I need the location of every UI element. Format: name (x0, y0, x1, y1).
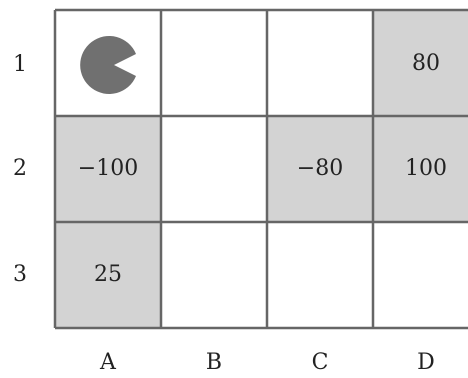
row-label-1: 1 (13, 52, 27, 77)
grid-cell-d1 (373, 10, 468, 116)
row-label-2: 2 (13, 156, 27, 181)
grid-cell-c1 (267, 10, 373, 116)
column-label-d: D (417, 350, 435, 375)
grid-cell-a2 (55, 116, 161, 222)
cell-value-d2: 100 (405, 156, 447, 181)
grid-cell-c3 (267, 222, 373, 328)
cell-value-a3: 25 (94, 262, 122, 287)
row-label-3: 3 (13, 262, 27, 287)
grid-cell-d3 (373, 222, 468, 328)
cell-value-d1: 80 (412, 51, 440, 76)
grid-cell-b1 (161, 10, 267, 116)
grid-cell-b3 (161, 222, 267, 328)
column-label-b: B (205, 350, 223, 375)
grid-cell-c2 (267, 116, 373, 222)
grid-cell-b2 (161, 116, 267, 222)
grid-cell-a3 (55, 222, 161, 328)
column-label-a: A (100, 350, 116, 375)
grid-cell-d2 (373, 116, 468, 222)
pacman-icon (80, 36, 136, 94)
cell-value-c2: −80 (296, 156, 344, 181)
column-label-c: C (311, 350, 329, 375)
cell-value-a2: −100 (77, 156, 139, 181)
